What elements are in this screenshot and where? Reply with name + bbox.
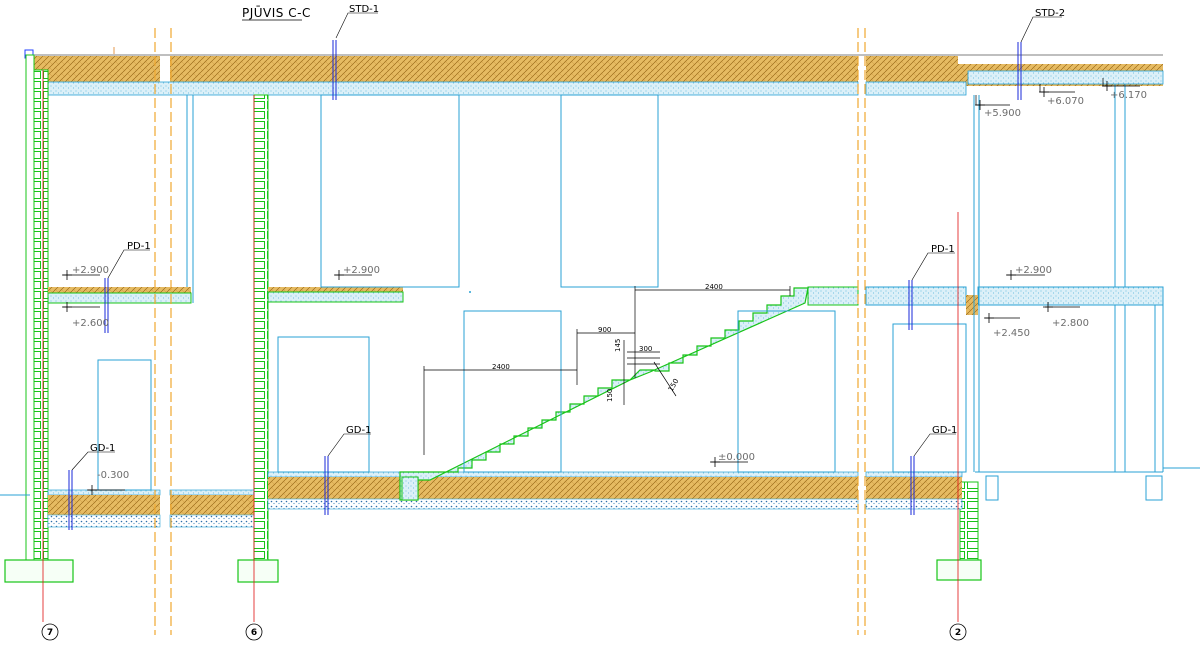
level-6170: +6.170 [1110, 90, 1147, 101]
tag-std-1: STD-1 [349, 4, 379, 15]
roof-insulation [866, 56, 958, 82]
section-tag-lines [71, 12, 1062, 471]
stair [399, 287, 809, 501]
tag-gd-1-mid: GD-1 [346, 425, 371, 436]
roof-slab [865, 81, 967, 96]
tag-gd-1-left: GD-1 [90, 443, 115, 454]
level-2450: +2.450 [993, 328, 1030, 339]
axis-bubble-7 [41, 623, 59, 641]
tag-gd-1-right: GD-1 [932, 425, 957, 436]
level-2900-right: +2.900 [1015, 265, 1052, 276]
footing [4, 559, 74, 583]
dim-150-slab: 150 [667, 377, 681, 393]
dim-landing: 900 [598, 326, 611, 334]
axis-label-7: 7 [47, 628, 53, 638]
dim-lower-run: 2400 [492, 363, 510, 371]
roof-insulation [30, 56, 160, 82]
first-floor-slab [47, 286, 1164, 315]
dim-300: 300 [639, 345, 652, 353]
axis-label-6: 6 [251, 628, 257, 638]
dim-145: 145 [614, 339, 622, 352]
dim-upper-run: 2400 [705, 283, 723, 291]
roof-insulation [170, 56, 858, 82]
axis-label-2: 2 [955, 628, 961, 638]
footing [936, 559, 982, 581]
level-5900: +5.900 [984, 108, 1021, 119]
footing [237, 559, 279, 583]
axis-bubble-6 [245, 623, 263, 641]
section-title: PJŪVIS C-C [242, 6, 311, 20]
grid-axes: 7 6 2 [41, 70, 967, 641]
axis-bubble-2 [949, 623, 967, 641]
level-minus-0300: -0.300 [97, 470, 129, 481]
level-6070: +6.070 [1047, 96, 1084, 107]
level-marker-crosses [62, 81, 1112, 495]
ground-floor [0, 467, 1200, 528]
level-2600: +2.600 [72, 318, 109, 329]
tag-std-2: STD-2 [1035, 8, 1065, 19]
level-0000: ±0.000 [718, 452, 755, 463]
level-marker-lines [63, 78, 1140, 491]
wall-axis-7 [4, 54, 74, 583]
level-2900-mid: +2.900 [343, 265, 380, 276]
roof-slab-right [967, 70, 1164, 85]
wall-axis-2 [936, 481, 982, 581]
dim-150-riser: 150 [606, 389, 614, 402]
roof-slab [29, 81, 859, 96]
tag-pd-1-right: PD-1 [931, 244, 955, 255]
level-2900-left: +2.900 [72, 265, 109, 276]
section-tag-leaders [68, 40, 1022, 530]
roof [24, 49, 1164, 96]
stair-dimension-lines [423, 286, 791, 455]
level-2800: +2.800 [1052, 318, 1089, 329]
break-lines [154, 28, 866, 635]
tag-pd-1-left: PD-1 [127, 241, 151, 252]
